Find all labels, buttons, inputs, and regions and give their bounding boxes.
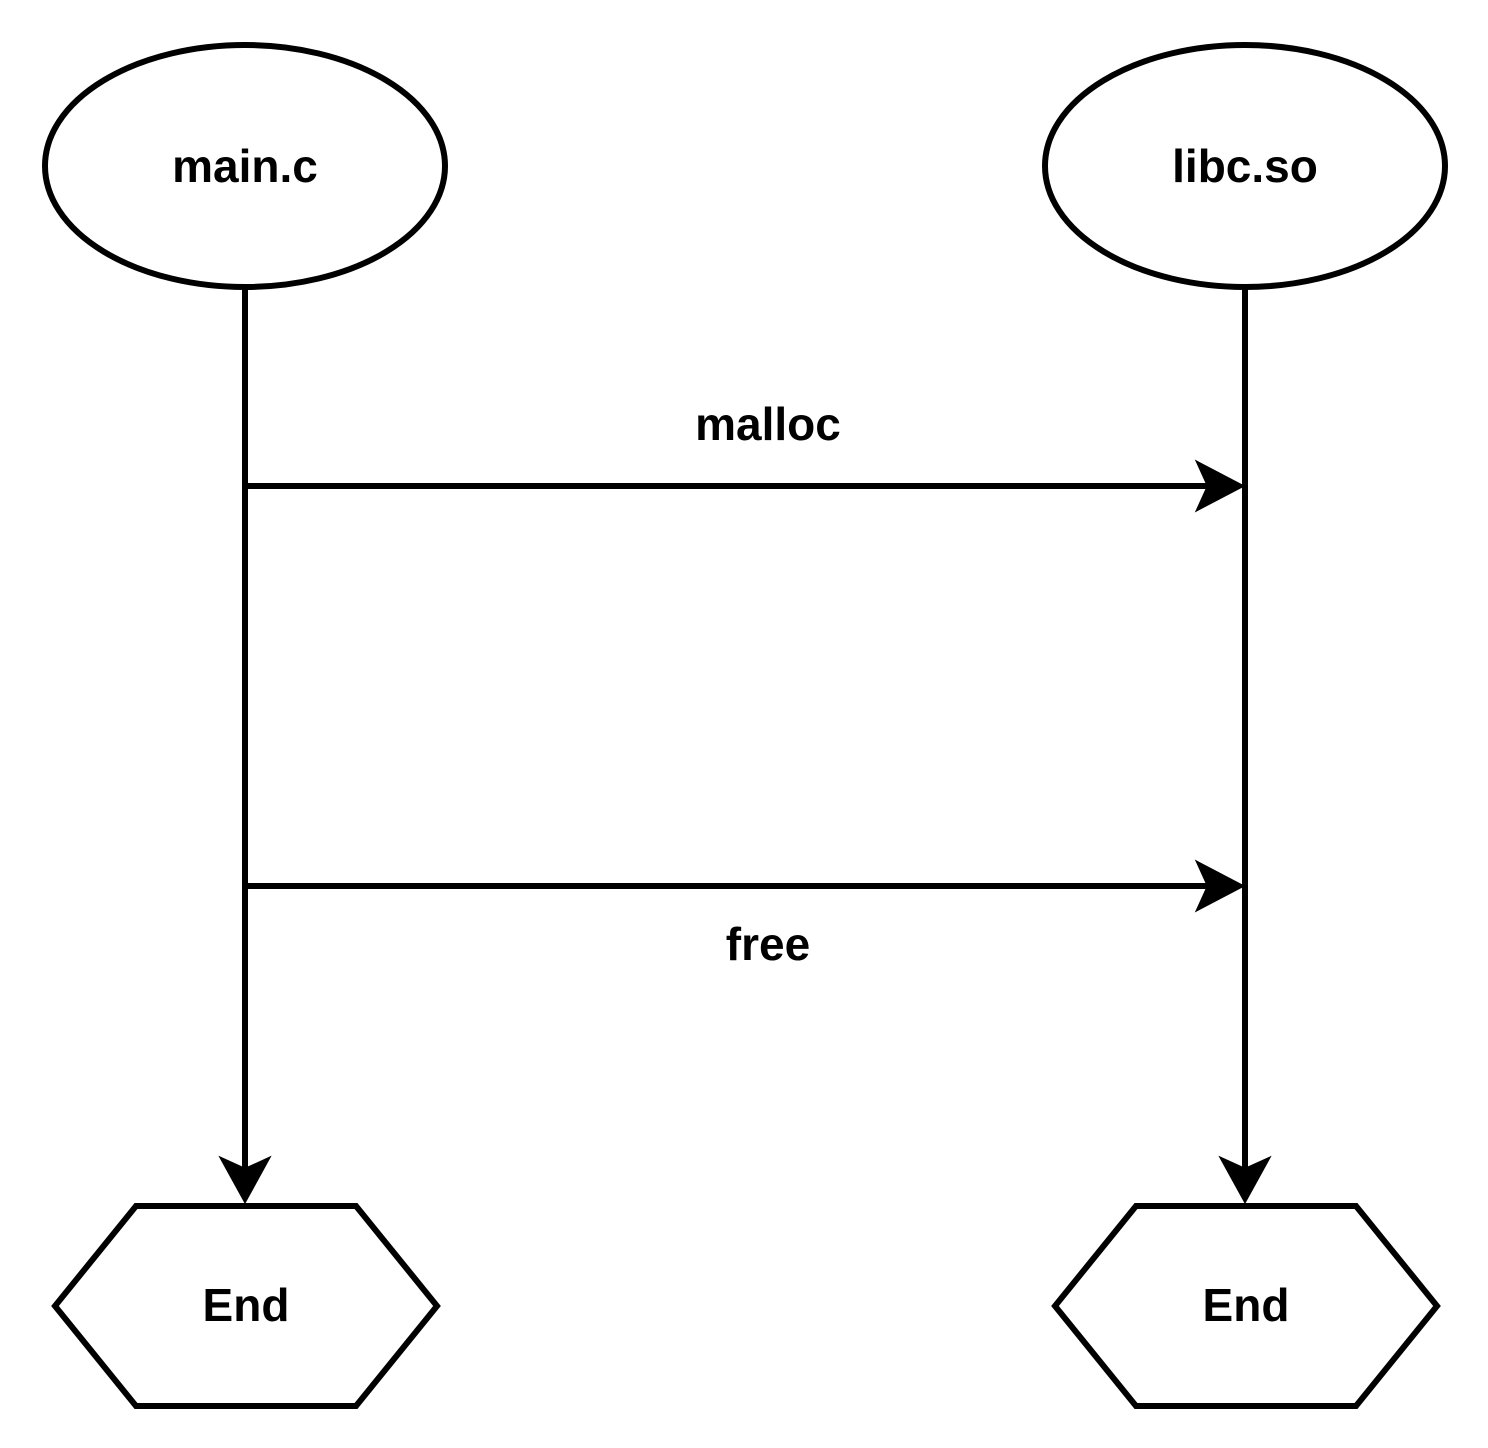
participant-main-label: main.c bbox=[172, 140, 318, 192]
end-main-label: End bbox=[203, 1279, 290, 1331]
participant-main-ellipse bbox=[42, 42, 448, 290]
message-free[interactable]: free bbox=[245, 859, 1246, 970]
end-libc[interactable]: End bbox=[1051, 1203, 1441, 1409]
message-malloc-label: malloc bbox=[695, 398, 841, 450]
message-free-label: free bbox=[726, 918, 810, 970]
end-libc-hexagon bbox=[1051, 1203, 1441, 1409]
end-libc-label: End bbox=[1203, 1279, 1290, 1331]
end-main-hexagon bbox=[51, 1203, 441, 1409]
lifeline-main-arrowhead bbox=[218, 1155, 272, 1205]
participant-libc-ellipse bbox=[1042, 42, 1448, 290]
end-main[interactable]: End bbox=[51, 1203, 441, 1409]
message-malloc-arrowhead bbox=[1194, 459, 1246, 513]
participant-main[interactable]: main.c bbox=[42, 42, 448, 290]
participant-libc[interactable]: libc.so bbox=[1042, 42, 1448, 290]
message-malloc[interactable]: malloc bbox=[245, 398, 1246, 513]
lifeline-libc-arrowhead bbox=[1218, 1155, 1272, 1205]
message-free-arrowhead bbox=[1194, 859, 1246, 913]
participant-libc-label: libc.so bbox=[1172, 140, 1318, 192]
